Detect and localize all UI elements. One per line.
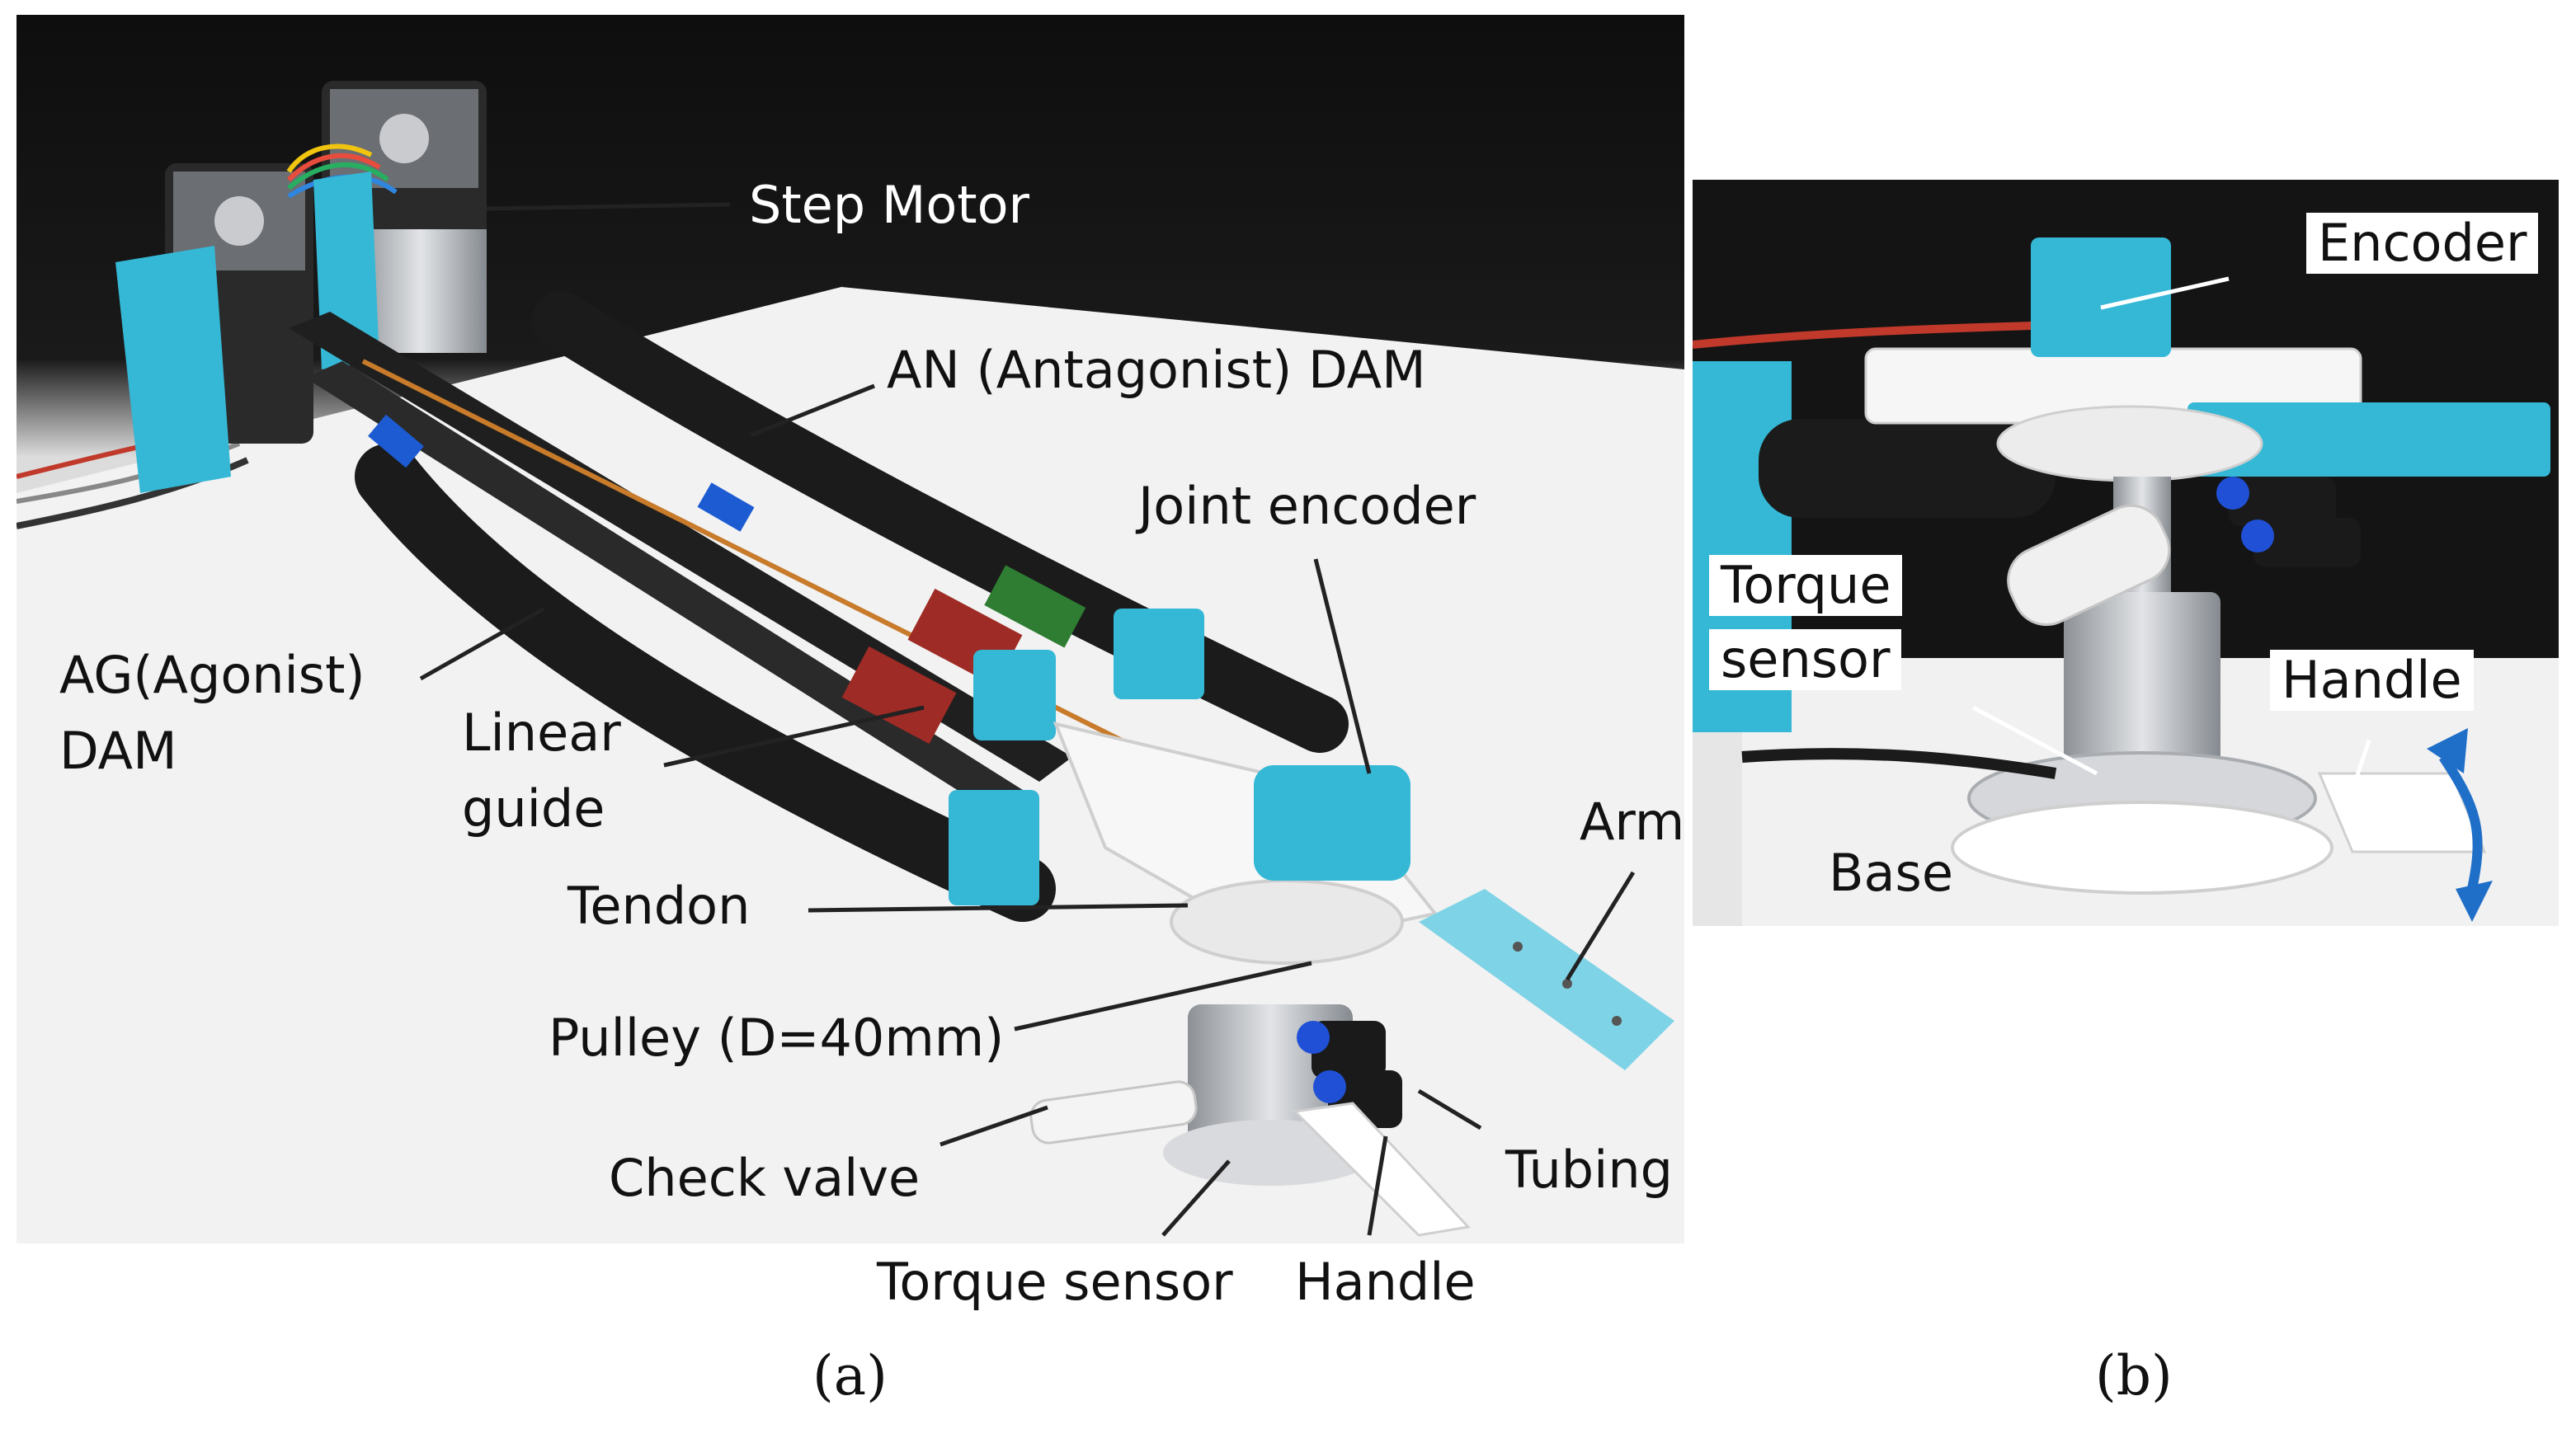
ag-dam-tube xyxy=(355,444,1056,922)
caption-a: (a) xyxy=(812,1344,888,1408)
rotation-arrow xyxy=(2439,754,2483,891)
label-linear-guide-line1: Linear xyxy=(462,703,621,763)
arm-part xyxy=(1419,889,1674,1070)
label-encoder: Encoder xyxy=(2306,213,2539,274)
check-valve-part xyxy=(1029,1080,1198,1145)
base-part xyxy=(1951,801,2333,895)
caption-b: (b) xyxy=(2095,1344,2173,1408)
label-an-dam: AN (Antagonist) DAM xyxy=(887,340,1426,400)
device-illustration-a xyxy=(16,15,1684,1243)
label-check-valve: Check valve xyxy=(609,1148,921,1208)
label-ag-dam-line1: AG(Agonist) xyxy=(59,645,365,705)
photo-panel-b: Encoder Torque sensor Handle Base xyxy=(1693,180,2559,926)
label-step-motor: Step Motor xyxy=(749,175,1030,235)
label-ag-dam-line2: DAM xyxy=(59,721,177,781)
label-torque-sensor-a: Torque sensor xyxy=(877,1252,1233,1312)
label-joint-encoder: Joint encoder xyxy=(1138,476,1476,536)
joint-encoder-part xyxy=(1254,765,1410,881)
leader-lines-a xyxy=(419,202,1636,1237)
label-linear-guide-line2: guide xyxy=(462,778,605,839)
photo-panel-a: Step Motor AN (Antagonist) DAM Joint enc… xyxy=(16,15,1684,1243)
device-illustration-b xyxy=(1693,180,2559,926)
encoder-part xyxy=(2031,237,2171,357)
label-pulley: Pulley (D=40mm) xyxy=(549,1008,1005,1068)
label-torque-sensor-b-line2: sensor xyxy=(1709,629,1902,690)
label-base: Base xyxy=(1829,843,1953,903)
label-tubing: Tubing xyxy=(1505,1140,1673,1200)
label-handle-a: Handle xyxy=(1295,1252,1476,1312)
label-handle-b: Handle xyxy=(2270,650,2474,711)
pulley xyxy=(1170,879,1404,965)
label-arm: Arm xyxy=(1580,792,1684,852)
torque-sensor-part-b xyxy=(2064,592,2220,798)
label-torque-sensor-b-line1: Torque xyxy=(1709,555,1903,616)
label-tendon: Tendon xyxy=(567,876,751,936)
